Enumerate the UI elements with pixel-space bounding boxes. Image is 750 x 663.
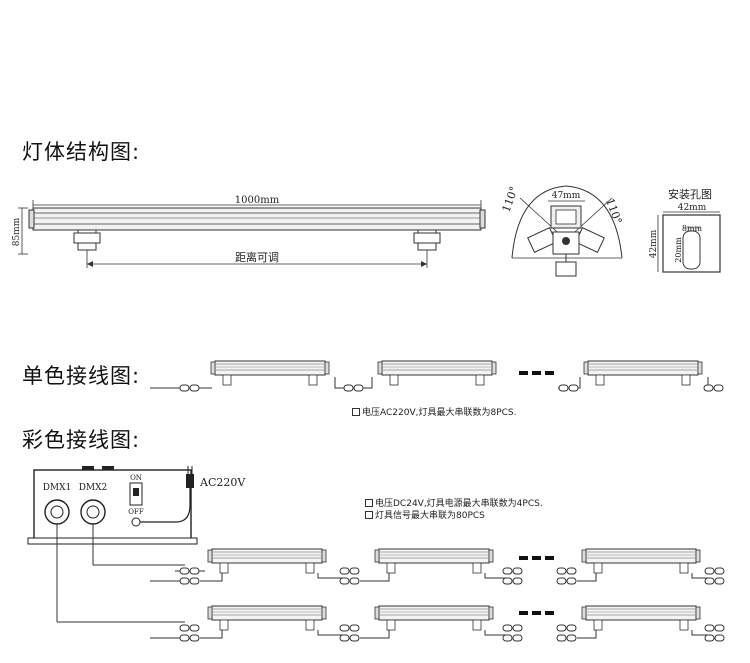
color-lamp-row2-2	[374, 605, 494, 631]
checkbox-square-icon	[365, 499, 373, 507]
ellipsis-dashes-2	[519, 556, 554, 560]
single-color-section-title: 单色接线图:	[22, 364, 141, 388]
beam-angle-left-label: 110°	[500, 185, 521, 214]
switch-on-label: ON	[130, 474, 142, 482]
mounting-hole-title: 安装孔图	[668, 187, 712, 201]
color-lamp-row1-2	[374, 548, 494, 574]
length-dimension-label: 1000mm	[235, 195, 280, 206]
controller-cables	[56, 524, 185, 623]
color-note-1: 电压DC24V,灯具电源最大串联数为4PCS.	[365, 496, 543, 509]
color-lamp-row2-3	[581, 605, 701, 631]
hole-height-label: 42mm	[649, 229, 659, 258]
hole-slot-height-label: 20mm	[674, 237, 683, 263]
color-section-title: 彩色接线图:	[22, 428, 141, 452]
single-lamp-3	[583, 360, 703, 386]
color-note-2: 灯具信号最大串联为80PCS	[365, 508, 485, 521]
lamp-structure-drawing: 1000mm 85mm 距离可调	[12, 195, 486, 268]
single-color-wiring	[150, 360, 724, 392]
mounting-hole-drawing: 安装孔图 42mm 8mm 42mm 20mm	[649, 187, 721, 273]
color-note-2-text: 灯具信号最大串联为80PCS	[375, 511, 485, 521]
single-lamp-2	[377, 360, 497, 386]
switch-off-label: OFF	[128, 508, 144, 516]
single-color-note-text: 电压AC220V,灯具最大串联数为8PCS.	[362, 408, 517, 418]
hole-slot-width-label: 8mm	[682, 224, 703, 233]
single-lamp-1	[210, 360, 330, 386]
dmx2-port-label: DMX2	[79, 483, 108, 493]
color-lamp-row1-3	[581, 548, 701, 574]
bracket-width-label: 47mm	[552, 191, 581, 201]
checkbox-square-icon	[365, 511, 373, 519]
hole-width-label: 42mm	[678, 203, 707, 213]
structure-section-title: 灯体结构图:	[22, 140, 141, 164]
ellipsis-dashes-3	[519, 611, 554, 615]
beam-angle-drawing: 110° 110° 47mm	[500, 185, 624, 277]
ellipsis-dashes-1	[519, 371, 554, 375]
color-lamp-row1-1	[207, 548, 327, 574]
adjustable-distance-label: 距离可调	[235, 250, 279, 264]
single-color-note: 电压AC220V,灯具最大串联数为8PCS.	[352, 405, 517, 418]
power-voltage-label: AC220V	[199, 476, 246, 489]
color-wiring-row-1	[150, 548, 725, 585]
color-lamp-row2-1	[207, 605, 327, 631]
dmx1-port-label: DMX1	[43, 483, 72, 493]
color-wiring-row-2	[150, 605, 725, 642]
checkbox-square-icon	[352, 408, 360, 416]
beam-angle-right-label: 110°	[603, 197, 624, 226]
dmx-controller: DMX1 DMX2 ON OFF AC220V	[27, 466, 246, 545]
height-dimension-label: 85mm	[12, 217, 22, 246]
color-note-1-text: 电压DC24V,灯具电源最大串联数为4PCS.	[375, 499, 543, 509]
